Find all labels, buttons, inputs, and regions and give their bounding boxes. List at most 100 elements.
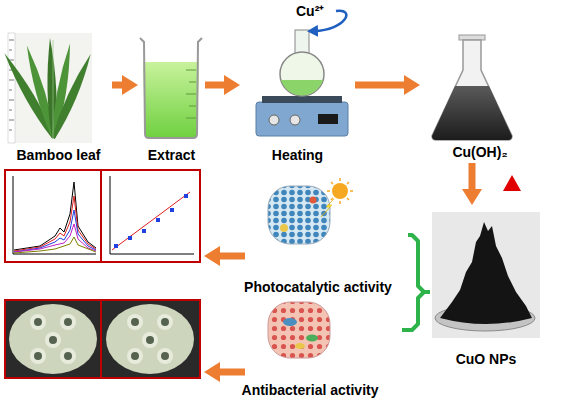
- agar-plates: [101, 300, 200, 378]
- flow-arrow: [469, 163, 476, 195]
- extract-beaker: [143, 62, 199, 138]
- flow-arrow: [205, 82, 230, 89]
- spectra-charts: [110, 176, 194, 254]
- antibacterial-picture: [283, 318, 297, 326]
- bamboo-leaf-photo: [8, 33, 15, 143]
- extract-beaker: [140, 38, 202, 138]
- application-box: Antibacterial activity: [218, 300, 402, 401]
- spectra-charts: [170, 208, 174, 212]
- spectra-charts: [142, 229, 146, 233]
- spectra-charts: [14, 182, 96, 250]
- spectra-charts: [114, 194, 188, 248]
- agar-plates: [30, 314, 173, 364]
- agar-plates: [5, 300, 200, 378]
- bamboo-leaf-photo: [9, 40, 14, 130]
- photocatalysis-picture: [332, 183, 348, 199]
- photocatalysis-picture: [310, 197, 317, 204]
- spectra-charts: [14, 210, 96, 252]
- result-arrow: [214, 369, 245, 376]
- spectra-charts: [101, 170, 200, 262]
- hydroxide-flask: [432, 35, 512, 140]
- product-box: CuO NPs: [430, 205, 542, 370]
- application-box: Photocatalytic activity: [228, 178, 408, 298]
- extract-beaker: [140, 38, 202, 138]
- agar-plates: [9, 304, 97, 374]
- bamboo-leaf-photo: [53, 40, 54, 138]
- hotplate-flask: [318, 114, 338, 124]
- hotplate-flask: [314, 11, 346, 31]
- antibacterial-picture: [306, 335, 318, 342]
- agar-plates: [146, 336, 154, 344]
- cuo-powder-photo: [432, 212, 540, 338]
- spectra-charts: [5, 170, 200, 262]
- spectra-charts: [114, 244, 118, 248]
- agar-plates: [131, 352, 139, 360]
- hotplate-flask: [256, 102, 348, 136]
- step-caption: Antibacterial activity: [242, 382, 379, 399]
- agar-plates: [34, 352, 42, 360]
- flow-arrow: [355, 82, 410, 89]
- hotplate-flask: [280, 52, 324, 96]
- hotplate-flask: [281, 80, 323, 95]
- step-caption: Extract: [148, 147, 195, 164]
- bracket-line: [408, 235, 430, 292]
- agar-plates: [30, 314, 46, 330]
- step-caption: CuO NPs: [456, 351, 517, 368]
- hydroxide-flask: [432, 40, 512, 140]
- hotplate-flask: [256, 11, 348, 136]
- spectra-charts: [13, 176, 96, 254]
- antibacterial-picture: [268, 302, 330, 358]
- cuo-powder-photo: [440, 222, 532, 324]
- agar-plates: [157, 348, 173, 364]
- bamboo-leaf-photo: [48, 53, 97, 140]
- step-hydroxide: Cu(OH)₂: [420, 28, 540, 163]
- agar-plates: [127, 348, 143, 364]
- photocatalysis-picture: [268, 186, 330, 244]
- result-arrow: [214, 253, 245, 260]
- step-caption: Heating: [272, 147, 323, 164]
- agar-plates: [64, 318, 72, 326]
- antibacterial-picture: [295, 343, 305, 349]
- spectra-charts: [14, 237, 96, 253]
- photocatalysis-picture: [268, 178, 353, 244]
- agar-plates: [34, 318, 42, 326]
- antibacterial-picture: [268, 302, 330, 358]
- spectra-charts: [184, 194, 188, 198]
- step-heating: Heating: [240, 28, 355, 166]
- agar-plates: [60, 314, 76, 330]
- hotplate-flask: [290, 115, 300, 125]
- agar-plates: [30, 348, 46, 364]
- agar-plates: [106, 304, 194, 374]
- agar-plates: [45, 332, 61, 348]
- agar-plates: [34, 318, 169, 360]
- hotplate-flask: [262, 96, 342, 103]
- agar-plates: [5, 300, 101, 378]
- photocatalysis-picture: [280, 224, 288, 232]
- step-caption: Bamboo leaf: [16, 147, 100, 164]
- spectra-charts: [128, 236, 132, 240]
- photocatalysis-picture: [321, 199, 334, 217]
- step-caption: Photocatalytic activity: [244, 279, 392, 296]
- agar-plates: [161, 352, 169, 360]
- spectra-charts: [156, 218, 160, 222]
- bamboo-leaf-photo: [2, 38, 97, 141]
- step-extract: Extract: [138, 28, 205, 166]
- step-bamboo: Bamboo leaf: [5, 28, 112, 166]
- agar-plates: [161, 318, 169, 326]
- agar-plates: [60, 348, 76, 364]
- extract-beaker: [186, 70, 196, 118]
- heat-symbol: [503, 175, 521, 191]
- agar-plates: [157, 314, 173, 330]
- agar-plates: [49, 336, 57, 344]
- step-caption: Cu(OH)₂: [452, 144, 507, 161]
- flow-arrow: [112, 82, 128, 89]
- hotplate-flask: [269, 115, 279, 125]
- agar-plates: [64, 352, 72, 360]
- photocatalysis-picture: [327, 178, 353, 204]
- spectra-charts: [14, 196, 96, 251]
- spectra-charts: [14, 224, 96, 252]
